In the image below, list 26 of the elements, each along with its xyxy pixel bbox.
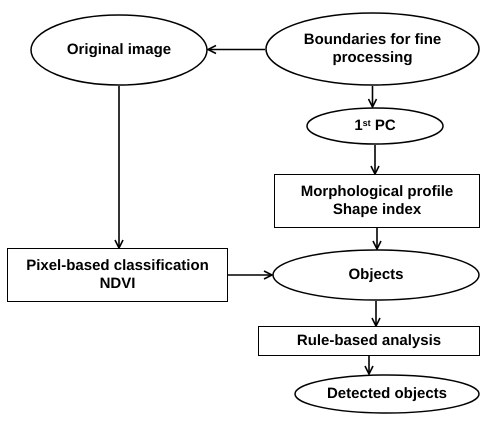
node-label: Objects [348,266,404,284]
node-label: Boundaries for fine processing [302,31,442,67]
arrow [371,301,381,327]
node-label: NDVI [100,275,136,293]
node-label: 1$^{st}$ PC [354,117,396,135]
ellipse-node [272,249,480,301]
ellipse-node [30,14,208,86]
arrow [368,86,378,108]
arrow [370,145,380,175]
ellipse-node [306,107,444,145]
node-label: Original image [66,41,172,59]
node-label: Detected objects [326,385,448,403]
ellipse-node [294,374,480,414]
node-label: Pixel-based classification [26,257,209,275]
process-box [7,248,228,302]
arrow [372,228,382,250]
process-box [258,326,480,356]
arrow [228,270,273,280]
arrow [207,44,265,54]
node-label: Morphological profile [300,183,454,201]
arrow [364,356,374,375]
arrow [114,86,124,249]
ellipse-node [265,12,480,86]
process-box [274,174,480,228]
node-label: Shape index [332,201,422,219]
node-label: Rule-based analysis [296,332,442,350]
